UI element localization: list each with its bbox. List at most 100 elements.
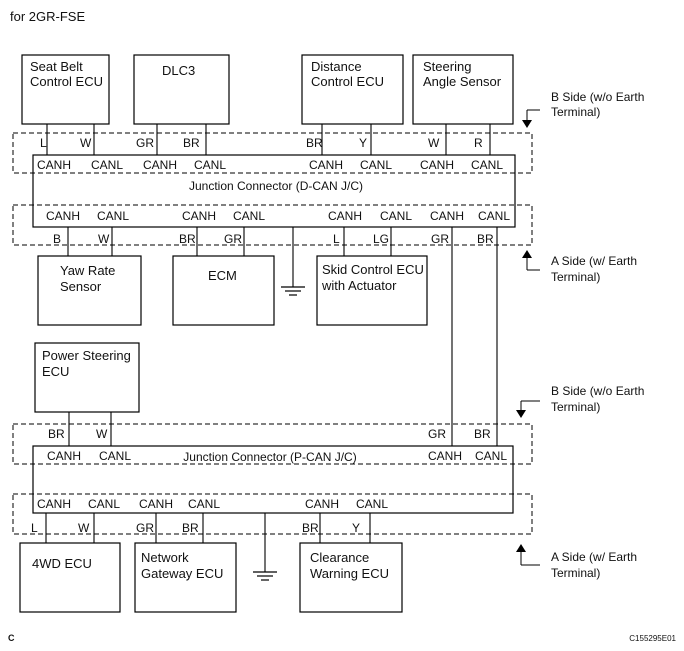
- pin-label: CANL: [88, 497, 120, 511]
- pin-label: CANH: [430, 209, 464, 223]
- wire-color-label: GR: [428, 427, 446, 441]
- ecu-label-line: Control ECU: [311, 74, 384, 89]
- power-steering-ecu: Power Steering ECU: [34, 342, 140, 413]
- side-label-a-2: A Side (w/ Earth Terminal): [516, 544, 637, 580]
- skid-control-ecu: Skid Control ECU with Actuator: [316, 255, 428, 326]
- pin-label: CANL: [475, 449, 507, 463]
- side-label-line: Terminal): [551, 400, 600, 414]
- pin-label: CANH: [309, 158, 343, 172]
- wire-color-label: BR: [302, 521, 319, 535]
- ecu-label-line: Distance: [311, 59, 362, 74]
- ecu-label-line: Clearance: [310, 550, 369, 565]
- side-label-line: A Side (w/ Earth: [551, 550, 637, 564]
- footer-left-mark: C: [8, 633, 15, 643]
- pcan-bottom-wire-colors: L W GR BR BR Y: [31, 521, 360, 535]
- dcan-top-wires: [46, 124, 491, 155]
- dcan-top-pins: CANH CANL CANH CANL CANH CANL CANH CANL: [37, 158, 503, 172]
- pcan-junction-connector: Junction Connector (P-CAN J/C): [12, 423, 533, 535]
- steering-angle-sensor: Steering Angle Sensor: [412, 54, 514, 125]
- arrow-up-icon: [522, 250, 532, 258]
- wire-color-label: B: [53, 232, 61, 246]
- pin-label: CANL: [478, 209, 510, 223]
- pin-label: CANL: [360, 158, 392, 172]
- ecu-label-line: Steering: [423, 59, 471, 74]
- ecu-label-line: Power Steering: [42, 348, 131, 363]
- arrow-down-icon: [522, 120, 532, 128]
- ecu-label-line: Angle Sensor: [423, 74, 502, 89]
- wire-color-label: GR: [136, 521, 154, 535]
- wire-color-label: GR: [431, 232, 449, 246]
- ecu-label-line: DLC3: [162, 63, 195, 78]
- wire-color-label: GR: [224, 232, 242, 246]
- dcan-junction-connector: Junction Connector (D-CAN J/C): [12, 132, 533, 246]
- seat-belt-control-ecu: Seat Belt Control ECU: [21, 54, 110, 125]
- side-label-a-1: A Side (w/ Earth Terminal): [522, 250, 637, 284]
- ecu-label-line: Network: [141, 550, 189, 565]
- pin-label: CANH: [37, 158, 71, 172]
- ecu-label-line: Warning ECU: [310, 566, 389, 581]
- pin-label: CANL: [356, 497, 388, 511]
- pin-label: CANL: [99, 449, 131, 463]
- wire-color-label: BR: [477, 232, 494, 246]
- distance-control-ecu: Distance Control ECU: [301, 54, 404, 125]
- side-label-line: Terminal): [551, 105, 600, 119]
- wire-color-label: BR: [48, 427, 65, 441]
- ecu-label-line: Sensor: [60, 279, 102, 294]
- ecm-box: ECM: [172, 255, 275, 326]
- wire-color-label: L: [40, 136, 47, 150]
- pcan-top-pins: CANH CANL CANH CANL: [47, 449, 507, 463]
- dcan-bottom-pins: CANH CANL CANH CANL CANH CANL CANH CANL: [46, 209, 510, 223]
- wire-color-label: BR: [182, 521, 199, 535]
- pin-label: CANL: [188, 497, 220, 511]
- side-label-b-2: B Side (w/o Earth Terminal): [516, 384, 644, 418]
- 4wd-ecu: 4WD ECU: [19, 542, 121, 613]
- dlc3-connector-box: DLC3: [133, 54, 230, 125]
- side-label-b-1: B Side (w/o Earth Terminal): [522, 90, 644, 128]
- pcan-top-wire-colors: BR W GR BR: [48, 427, 491, 441]
- pin-label: CANH: [143, 158, 177, 172]
- side-label-line: B Side (w/o Earth: [551, 90, 644, 104]
- ecu-label-line: Control ECU: [30, 74, 103, 89]
- wire-color-label: L: [333, 232, 340, 246]
- wire-color-label: W: [78, 521, 90, 535]
- pcan-top-wires: [68, 412, 112, 446]
- ecu-label-line: with Actuator: [321, 278, 397, 293]
- wire-color-label: Y: [359, 136, 367, 150]
- pin-label: CANH: [305, 497, 339, 511]
- wire-color-label: BR: [179, 232, 196, 246]
- ecu-label-line: Yaw Rate: [60, 263, 115, 278]
- footer-figure-code: C155295E01: [629, 634, 676, 643]
- ecu-label-line: ECU: [42, 364, 69, 379]
- ecu-label-line: Gateway ECU: [141, 566, 223, 581]
- wire-color-label: R: [474, 136, 483, 150]
- side-label-line: A Side (w/ Earth: [551, 254, 637, 268]
- side-label-line: Terminal): [551, 566, 600, 580]
- arrow-down-icon: [516, 410, 526, 418]
- pin-label: CANH: [182, 209, 216, 223]
- pin-label: CANH: [47, 449, 81, 463]
- connector-title: Junction Connector (D-CAN J/C): [189, 179, 363, 193]
- ground-symbol-pcan: [253, 571, 277, 581]
- clearance-warning-ecu: Clearance Warning ECU: [299, 542, 403, 613]
- wire-color-label: W: [98, 232, 110, 246]
- ecu-label-line: Seat Belt: [30, 59, 83, 74]
- wire-color-label: W: [96, 427, 108, 441]
- ecu-label-line: 4WD ECU: [32, 556, 92, 571]
- side-label-line: Terminal): [551, 270, 600, 284]
- page-title: for 2GR-FSE: [10, 9, 85, 24]
- wire-color-label: GR: [136, 136, 154, 150]
- wire-color-label: L: [31, 521, 38, 535]
- pin-label: CANH: [428, 449, 462, 463]
- ecu-label-line: ECM: [208, 268, 237, 283]
- pin-label: CANL: [91, 158, 123, 172]
- pin-label: CANH: [139, 497, 173, 511]
- pin-label: CANH: [420, 158, 454, 172]
- pin-label: CANL: [194, 158, 226, 172]
- pcan-bottom-pins: CANH CANL CANH CANL CANH CANL: [37, 497, 388, 511]
- wire-color-label: BR: [306, 136, 323, 150]
- pin-label: CANH: [46, 209, 80, 223]
- dcan-bottom-wires: [67, 227, 498, 446]
- network-gateway-ecu: Network Gateway ECU: [134, 542, 237, 613]
- wire-color-label: BR: [474, 427, 491, 441]
